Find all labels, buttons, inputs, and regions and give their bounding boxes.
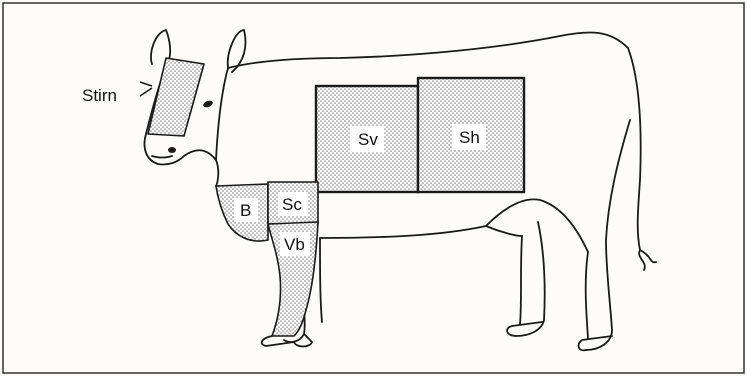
stirn-leader-line: [140, 82, 152, 86]
front-hoof: [262, 336, 294, 346]
sh-label: Sh: [459, 128, 480, 147]
sc-label: Sc: [282, 195, 302, 214]
vb-label: Vb: [284, 235, 305, 254]
b-label: B: [240, 201, 251, 220]
stirn-region: [148, 58, 204, 136]
stirn-label: Stirn: [82, 86, 117, 105]
sv-label: Sv: [358, 130, 378, 149]
